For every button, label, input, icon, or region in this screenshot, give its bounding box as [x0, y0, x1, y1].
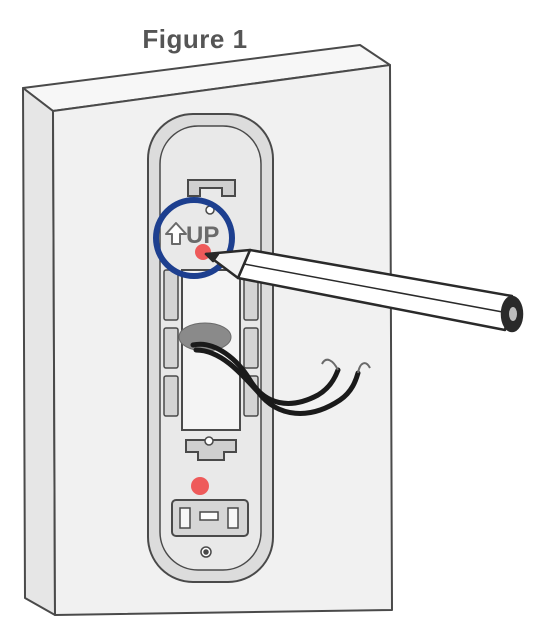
- up-arrow-icon: [165, 222, 187, 245]
- upper-hook: [187, 179, 236, 197]
- figure-title: Figure 1: [142, 24, 248, 54]
- pencil-lead: [204, 252, 220, 263]
- wall-left-side: [22, 87, 56, 616]
- wire-bundle-icon: [178, 322, 371, 416]
- up-label: UP: [186, 222, 219, 249]
- lower-hook: [185, 439, 237, 461]
- drill-mark-bottom: [191, 477, 209, 495]
- highlight-ring: [153, 197, 235, 279]
- pencil-icon: [204, 248, 524, 333]
- screw-icon: [200, 205, 215, 558]
